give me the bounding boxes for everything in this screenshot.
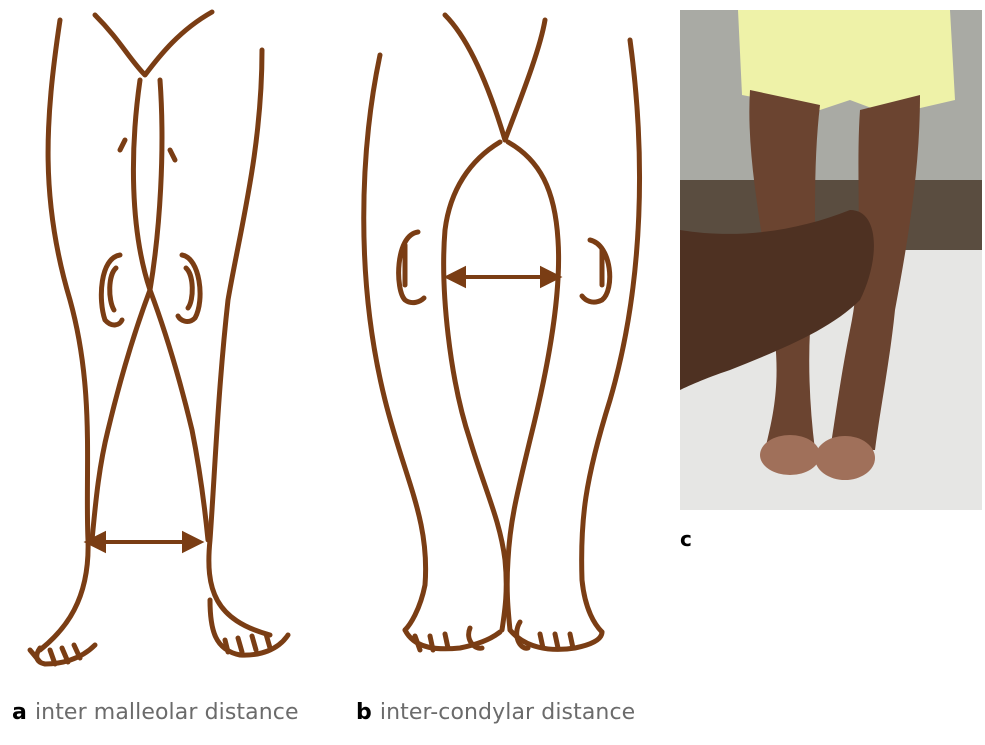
diagram-bow-legs	[340, 0, 660, 690]
panel-a-label: inter malleolar distance	[35, 700, 299, 725]
panel-c-letter: c	[680, 527, 692, 551]
panel-a-letter: a	[12, 700, 27, 725]
diagram-knock-knees	[0, 0, 320, 690]
caption-a: a inter malleolar distance	[12, 700, 299, 725]
panel-b-letter: b	[356, 700, 372, 725]
clinical-photo	[680, 10, 982, 510]
caption-b: b inter-condylar distance	[356, 700, 635, 725]
panel-b-label: inter-condylar distance	[380, 700, 635, 725]
